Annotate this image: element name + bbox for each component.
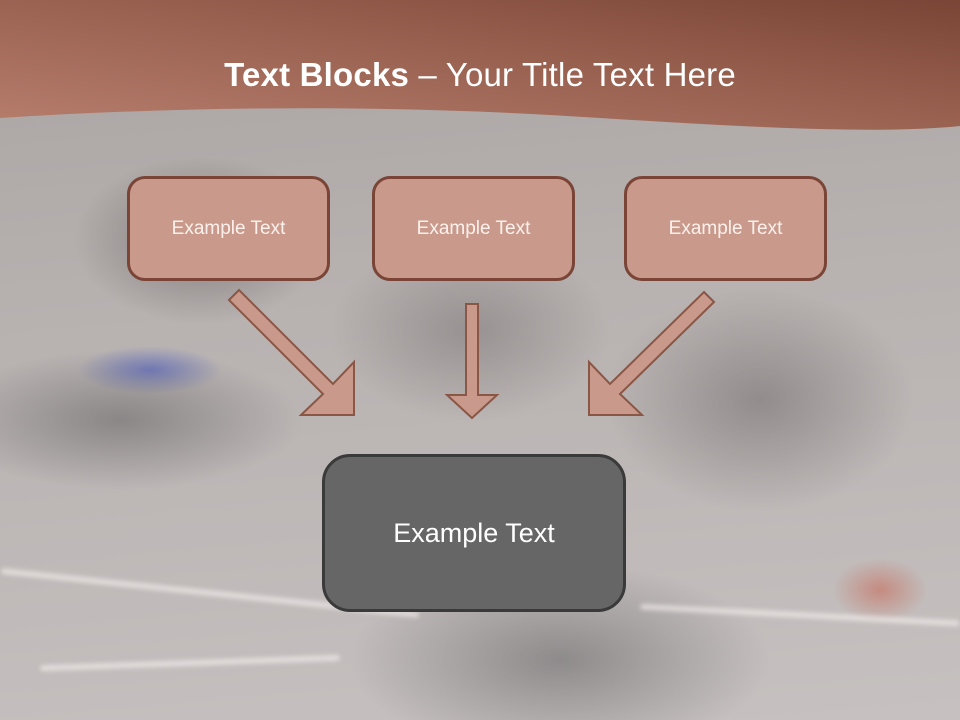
title-banner [0, 0, 960, 130]
text-block-2-label: Example Text [416, 217, 531, 239]
main-text-block-label: Example Text [393, 517, 555, 548]
title-bold: Text Blocks [224, 56, 410, 93]
slide-title: Text Blocks – Your Title Text Here [0, 56, 960, 94]
main-text-block[interactable]: Example Text [322, 454, 626, 612]
arrow-down-left-icon [588, 290, 716, 416]
arrow-down-icon [444, 303, 500, 420]
title-rest: Your Title Text Here [445, 56, 736, 93]
title-separator: – [409, 56, 446, 93]
text-block-1[interactable]: Example Text [127, 176, 330, 281]
text-block-3-label: Example Text [668, 217, 783, 239]
text-block-3[interactable]: Example Text [624, 176, 827, 281]
text-block-1-label: Example Text [171, 217, 286, 239]
arrow-down-right-icon [227, 288, 355, 416]
text-block-2[interactable]: Example Text [372, 176, 575, 281]
